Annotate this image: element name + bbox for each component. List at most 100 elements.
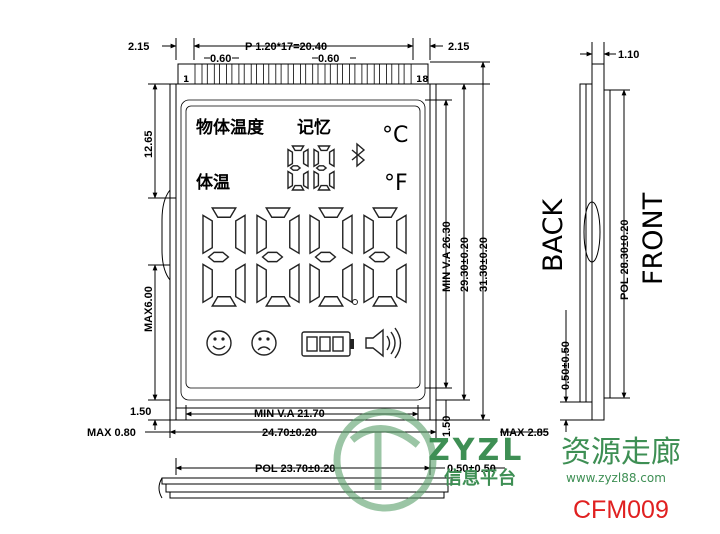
pin (403, 63, 412, 85)
smile-face-icon (206, 330, 232, 356)
digit-segment (368, 251, 391, 263)
dim-outline-width: 24.70±0.20 (262, 427, 317, 439)
right-dimensions (425, 61, 548, 433)
digit-segment (372, 296, 398, 307)
pin (317, 63, 326, 85)
digit-segment (287, 170, 294, 190)
large-digits (202, 207, 407, 307)
digit-segment (289, 214, 300, 255)
pin (329, 63, 338, 85)
dim-bottom-max: MAX 0.80 (87, 427, 136, 439)
digit-segment (309, 214, 320, 255)
digit-segment (363, 214, 374, 255)
digit-segment (309, 263, 320, 304)
back-label: BACK (538, 198, 569, 272)
digit-segment (396, 214, 407, 255)
battery-icon (301, 331, 354, 357)
dim-pol-width: POL 23.70±0.20 (255, 463, 335, 475)
pin-first-label: 1 (183, 75, 189, 85)
bottom-side-view (158, 477, 453, 499)
pin (268, 63, 277, 85)
pin (194, 63, 203, 85)
module-outline (161, 83, 437, 421)
dim-top-right: 2.15 (448, 41, 469, 53)
dim-va-width: MIN V.A 21.70 (254, 408, 325, 420)
bluetooth-icon (351, 142, 366, 168)
pin (391, 63, 400, 85)
digit-segment (342, 263, 353, 304)
digit-segment (291, 145, 305, 152)
digit-segment (315, 165, 328, 171)
pin (354, 63, 363, 85)
pin (305, 63, 314, 85)
dim-top-pitch: P 1.20*17=20.40 (245, 41, 327, 53)
dim-height-1: 29.30±0.20 (459, 237, 471, 292)
pin-row (194, 63, 412, 85)
pin (243, 63, 252, 85)
digit-segment (202, 263, 213, 304)
digit-segment (318, 296, 344, 307)
sad-face-icon (251, 330, 277, 356)
pin (256, 63, 264, 85)
digit-segment (211, 207, 237, 218)
lcd-label-body-temp: 体温 (196, 172, 230, 193)
digit-segment (256, 263, 267, 304)
dim-pol-offset: 0.50±0.50 (447, 463, 496, 475)
digit-segment (313, 170, 320, 190)
pin (231, 63, 240, 85)
pin (280, 63, 289, 85)
pin (366, 63, 375, 85)
pin-last-label: 18 (416, 75, 429, 85)
digit-segment (265, 296, 291, 307)
digit-segment (256, 214, 267, 255)
digit-segment (211, 296, 237, 307)
digit-segment (363, 263, 374, 304)
dim-bottom-left: 1.50 (130, 406, 151, 418)
dim-max-right: MAX 2.85 (500, 427, 549, 439)
dim-pin-gap-left: 0.60 (210, 53, 231, 65)
digit-segment (235, 214, 246, 255)
celsius-symbol: °C (382, 123, 408, 148)
speaker-icon (365, 327, 402, 359)
dim-height-2: 31.30±0.20 (478, 237, 490, 292)
watermark-subtitle: 资源走廊 (561, 435, 681, 470)
decimal-point (352, 299, 358, 305)
dim-top-left: 2.15 (128, 41, 149, 53)
pin (206, 63, 215, 85)
digit-segment (302, 170, 309, 190)
digit-segment (289, 263, 300, 304)
left-dimensions (148, 83, 176, 430)
pin (379, 63, 387, 85)
digit-segment (317, 184, 331, 191)
digit-segment (265, 207, 291, 218)
dim-pol-height: POL 28.30±0.20 (619, 220, 631, 300)
digit-segment (372, 207, 398, 218)
digit-segment (396, 263, 407, 304)
dim-max-pin: MAX6.00 (143, 286, 155, 332)
digit-segment (313, 148, 320, 168)
digit-segment (328, 148, 335, 168)
digit-segment (328, 170, 335, 190)
digit-segment (207, 251, 230, 263)
lcd-label-memory: 记忆 (297, 117, 331, 138)
pin (342, 63, 351, 85)
digit-segment (291, 184, 305, 191)
dim-right-bottom: 1.50 (441, 416, 453, 437)
dim-side-pol-offset: 0.50±0.50 (560, 341, 572, 390)
watermark-small: 信息平台 (444, 467, 516, 489)
front-label: FRONT (638, 192, 669, 285)
digit-segment (235, 263, 246, 304)
digit-segment (289, 165, 302, 171)
dim-left-height: 12.65 (143, 130, 155, 158)
lcd-label-object-temp: 物体温度 (196, 117, 265, 138)
digit-segment (287, 148, 294, 168)
model-label: CFM009 (573, 496, 669, 524)
digit-segment (261, 251, 284, 263)
fahrenheit-symbol: °F (384, 171, 408, 196)
digit-segment (302, 148, 309, 168)
digit-segment (317, 145, 331, 152)
watermark-url: www.zyzl88.com (566, 471, 666, 485)
digit-segment (202, 214, 213, 255)
watermark (333, 408, 437, 512)
